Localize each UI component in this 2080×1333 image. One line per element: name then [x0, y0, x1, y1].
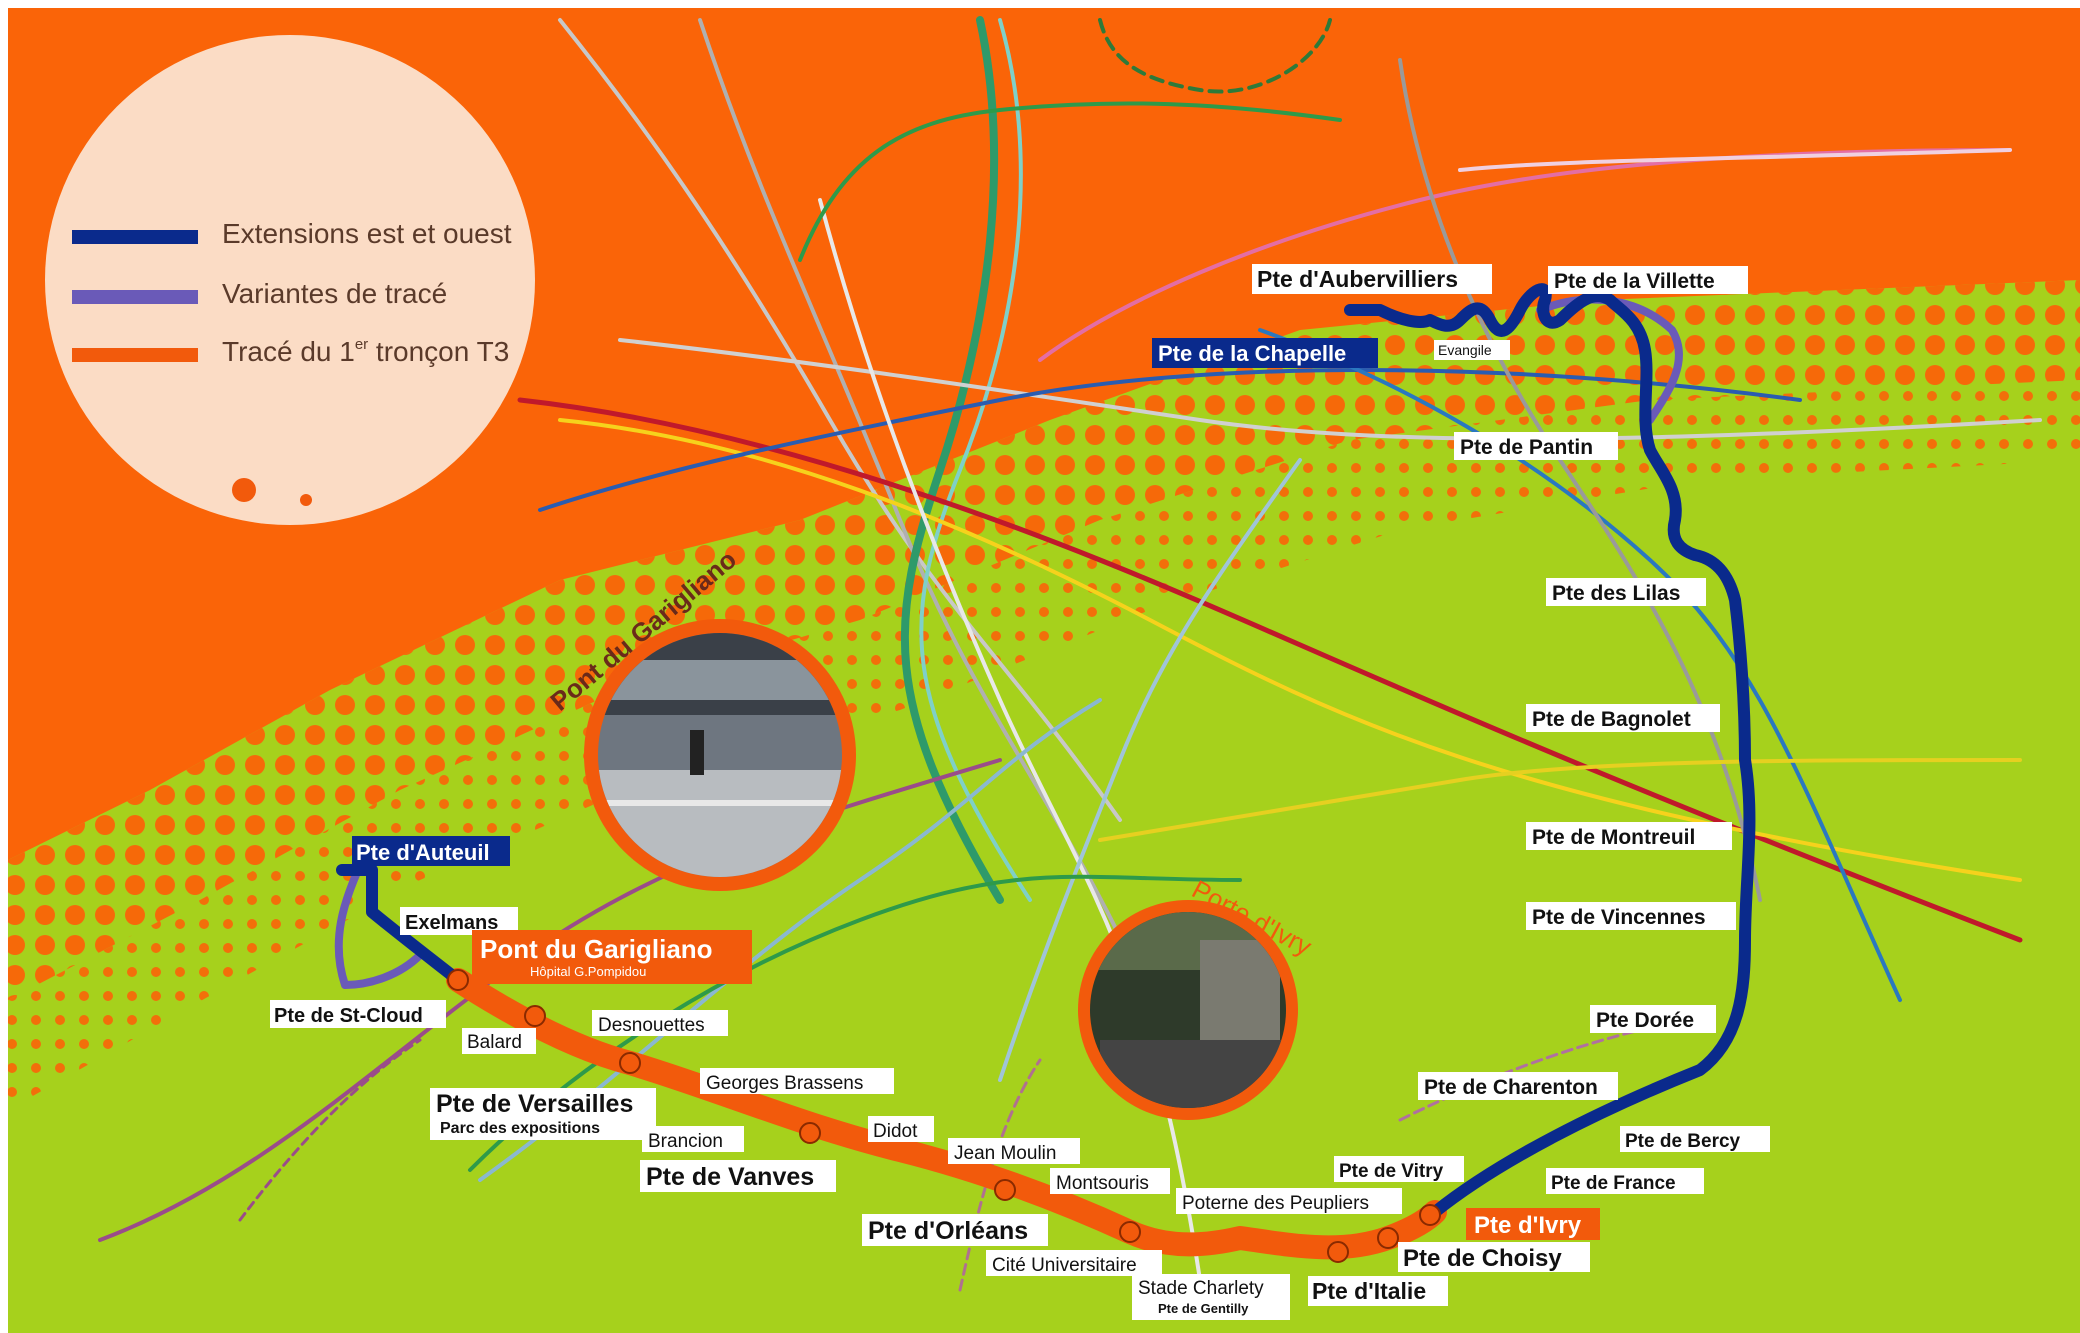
station-pte-italie: Pte d'Italie [1312, 1278, 1426, 1304]
route-extensions [336, 283, 1756, 1218]
station-stade-charlety: Stade Charlety [1138, 1278, 1264, 1299]
station-desnouettes: Desnouettes [598, 1015, 705, 1036]
legend-label-variant: Variantes de tracé [222, 278, 447, 309]
extension-west [336, 864, 464, 986]
station-labels: Pte d'Auteuil Exelmans Pont du Gariglian… [270, 264, 1770, 1320]
station-pte-bagnolet: Pte de Bagnolet [1532, 708, 1691, 731]
station-pte-chapelle: Pte de la Chapelle [1158, 341, 1346, 366]
station-hopital: Hôpital G.Pompidou [530, 964, 646, 979]
photo-pont-du-garigliano: Pont du Garigliano [545, 544, 856, 891]
station-pte-orleans: Pte d'Orléans [868, 1217, 1028, 1245]
station-pte-auteuil: Pte d'Auteuil [356, 840, 490, 865]
station-exelmans: Exelmans [405, 912, 498, 934]
station-georges-brassens: Georges Brassens [706, 1073, 863, 1094]
station-pte-doree: Pte Dorée [1596, 1009, 1694, 1032]
station-pte-choisy: Pte de Choisy [1403, 1245, 1562, 1272]
station-pte-st-cloud: Pte de St-Cloud [274, 1005, 423, 1027]
station-poterne: Poterne des Peupliers [1182, 1193, 1369, 1214]
metro-network [98, 16, 2042, 1292]
station-montsouris: Montsouris [1056, 1173, 1149, 1194]
legend-swatch-t3 [72, 348, 198, 362]
halftone-band-small [8, 380, 2080, 1110]
station-pte-montreuil: Pte de Montreuil [1532, 826, 1695, 849]
station-pte-villette: Pte de la Villette [1554, 270, 1715, 293]
legend-swatch-extension [72, 230, 198, 244]
legend-label-extension: Extensions est et ouest [222, 218, 512, 249]
station-cite-u: Cité Universitaire [992, 1255, 1137, 1276]
legend-label-t3: Tracé du 1er tronçon T3 [222, 336, 509, 367]
station-pte-bercy: Pte de Bercy [1625, 1131, 1741, 1152]
extension-east [1344, 283, 1756, 1218]
station-didot: Didot [873, 1121, 918, 1142]
station-pte-lilas: Pte des Lilas [1552, 582, 1680, 605]
legend-blob-small [300, 494, 312, 506]
legend-disc [45, 35, 535, 525]
station-pte-vincennes: Pte de Vincennes [1532, 906, 1706, 929]
halftone-band-large [8, 280, 2080, 1000]
station-balard: Balard [467, 1032, 522, 1053]
station-brancion: Brancion [648, 1131, 723, 1152]
station-pte-gentilly: Pte de Gentilly [1158, 1301, 1249, 1316]
station-jean-moulin: Jean Moulin [954, 1143, 1056, 1164]
station-pte-versailles: Pte de Versailles [436, 1090, 633, 1118]
station-pte-vitry: Pte de Vitry [1339, 1161, 1444, 1182]
station-pte-aubervilliers: Pte d'Aubervilliers [1257, 266, 1458, 292]
station-pte-charenton: Pte de Charenton [1424, 1076, 1598, 1099]
station-pte-pantin: Pte de Pantin [1460, 436, 1593, 459]
station-pte-france: Pte de France [1551, 1173, 1676, 1194]
station-evangile: Evangile [1438, 342, 1492, 358]
station-pte-vanves: Pte de Vanves [646, 1163, 814, 1191]
t3-stations [447, 969, 1441, 1263]
station-pont-garigliano: Pont du Garigliano [480, 934, 713, 964]
legend-swatch-variant [72, 290, 198, 304]
legend-blob [232, 478, 256, 502]
station-pte-ivry: Pte d'Ivry [1474, 1212, 1582, 1239]
legend: Extensions est et ouest Variantes de tra… [45, 35, 535, 525]
station-parc-expo: Parc des expositions [440, 1120, 600, 1137]
